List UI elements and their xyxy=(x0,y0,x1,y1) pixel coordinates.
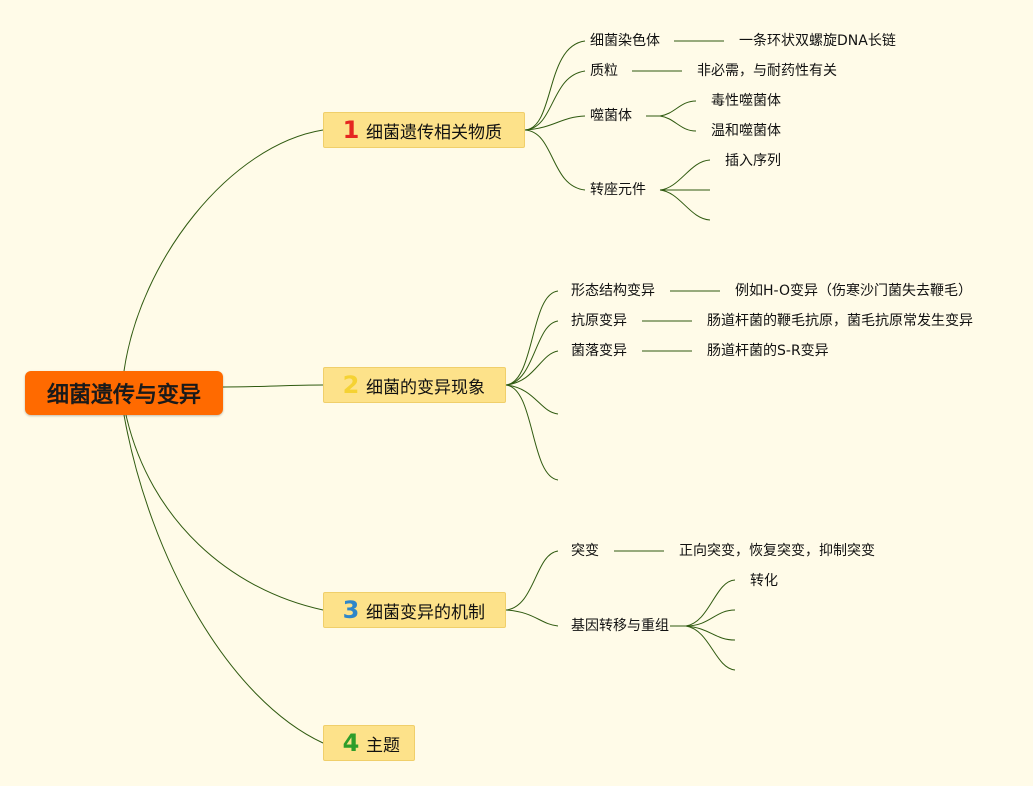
leaf-plasmid[interactable]: 质粒 xyxy=(590,63,618,79)
leaf-mutation[interactable]: 突变 xyxy=(571,543,599,559)
branch-label-4: 主题 xyxy=(366,735,400,756)
branch-label-2: 细菌的变异现象 xyxy=(366,377,485,398)
link-root-b4 xyxy=(123,414,324,744)
leaf-morph-detail[interactable]: 例如H-O变异（伤寒沙门菌失去鞭毛） xyxy=(735,283,972,299)
leaf-transposon[interactable]: 转座元件 xyxy=(590,182,646,198)
branch-node-1[interactable]: 1 细菌遗传相关物质 xyxy=(323,112,525,148)
link-b3-transfer xyxy=(505,609,559,627)
link-root-b2 xyxy=(222,384,324,388)
link-b2-empty-1 xyxy=(505,384,559,415)
leaf-antigen-detail[interactable]: 肠道杆菌的鞭毛抗原，菌毛抗原常发生变异 xyxy=(707,313,973,329)
link-b2-morph xyxy=(505,290,559,386)
link-transposon-1 xyxy=(659,159,711,191)
link-b2-empty-2 xyxy=(505,384,559,481)
leaf-colony[interactable]: 菌落变异 xyxy=(571,343,627,359)
leaf-chromosome-detail[interactable]: 一条环状双螺旋DNA长链 xyxy=(739,33,896,49)
root-node[interactable]: 细菌遗传与变异 xyxy=(25,371,223,415)
leaf-plasmid-detail[interactable]: 非必需，与耐药性有关 xyxy=(697,63,837,79)
branch-number-2: 2 xyxy=(342,371,360,399)
leaf-phage-temperate[interactable]: 温和噬菌体 xyxy=(711,123,781,139)
branch-node-2[interactable]: 2 细菌的变异现象 xyxy=(323,367,506,403)
link-phage-virulent xyxy=(659,100,697,117)
leaf-colony-detail[interactable]: 肠道杆菌的S-R变异 xyxy=(707,343,829,359)
branch-number-1: 1 xyxy=(342,116,360,144)
link-b1-transposon xyxy=(524,129,586,191)
root-label: 细菌遗传与变异 xyxy=(46,383,201,408)
branch-label-3: 细菌变异的机制 xyxy=(366,602,485,623)
link-b3-mutation xyxy=(505,550,559,611)
leaf-insertion-sequence[interactable]: 插入序列 xyxy=(725,153,781,169)
link-transfer-1 xyxy=(685,579,736,627)
link-transfer-4 xyxy=(685,625,736,671)
branch-number-3: 3 xyxy=(342,596,360,624)
link-b1-plasmid xyxy=(524,70,586,131)
leaf-chromosome[interactable]: 细菌染色体 xyxy=(590,33,660,49)
leaf-phage[interactable]: 噬菌体 xyxy=(590,108,632,124)
link-root-b1 xyxy=(123,129,324,372)
link-root-b3 xyxy=(125,414,324,611)
link-transfer-2 xyxy=(685,609,736,627)
branch-number-4: 4 xyxy=(342,729,360,757)
link-b1-phage xyxy=(524,115,586,131)
leaf-phage-virulent[interactable]: 毒性噬菌体 xyxy=(711,93,781,109)
link-phage-temperate xyxy=(659,115,697,132)
link-transposon-3 xyxy=(659,189,711,221)
leaf-morph[interactable]: 形态结构变异 xyxy=(571,283,655,299)
leaf-gene-transfer[interactable]: 基因转移与重组 xyxy=(571,618,669,634)
link-b1-chromosome xyxy=(524,40,586,131)
branch-label-1: 细菌遗传相关物质 xyxy=(366,122,502,143)
leaf-antigen[interactable]: 抗原变异 xyxy=(571,313,627,329)
branch-node-4[interactable]: 4 主题 xyxy=(323,725,415,761)
link-transfer-3 xyxy=(685,625,736,641)
branch-node-3[interactable]: 3 细菌变异的机制 xyxy=(323,592,506,628)
leaf-transformation[interactable]: 转化 xyxy=(750,573,778,589)
link-b2-colony xyxy=(505,350,559,386)
link-b2-antigen xyxy=(505,320,559,386)
leaf-mutation-detail[interactable]: 正向突变，恢复突变，抑制突变 xyxy=(679,543,875,559)
